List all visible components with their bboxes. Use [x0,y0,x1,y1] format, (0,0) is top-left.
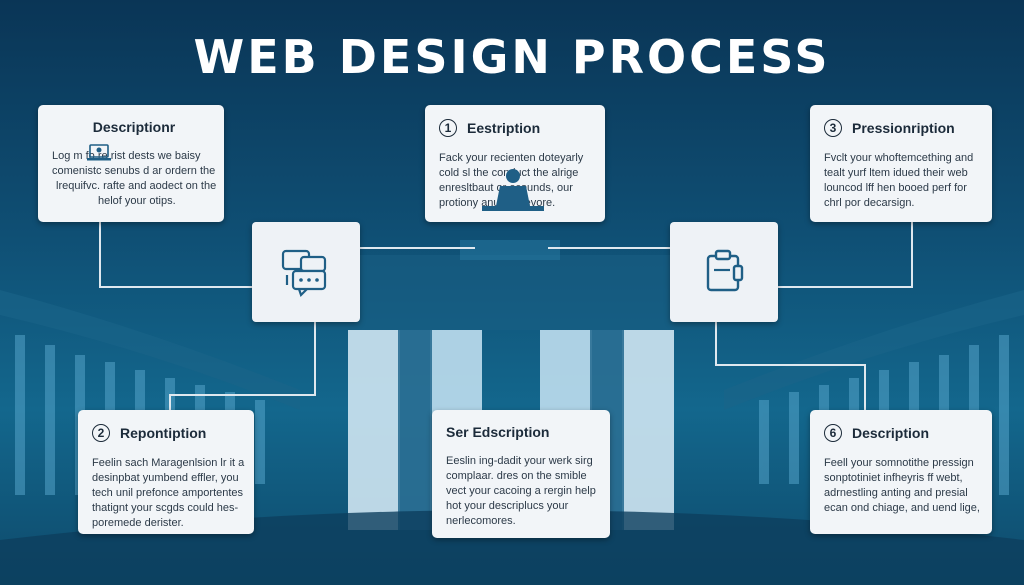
card-heading-text: Pressionription [852,120,955,136]
card-description: Feell your somnotithe pressign sonptotin… [824,456,980,516]
card-line: tech unil prefonce amportentes [92,487,244,499]
card-line: lrequifvc. rafte and aodect on the [56,180,217,192]
step-number: 2 [92,424,110,442]
card-line: Fvclt your whoftemcething and [824,152,974,164]
chat-bubbles-icon [281,249,327,298]
card-line: comenistc senubs d ar ordern the [52,165,216,177]
card-line: complaar. dres on the smible [446,470,587,482]
card-description: Eeslin ing-dadit your werk sirg complaar… [446,454,596,529]
card-line: tealt yurf ltem idued their web [824,167,968,179]
card-line: Feelin sach Maragenlsion lr it a [92,457,245,469]
process-card: 6 Description Feell your somnotithe pres… [810,410,992,534]
card-heading-text: Repontiption [120,425,207,441]
card-heading-text: Ser Edscription [446,424,550,440]
process-card: 2 Repontiption Feelin sach Maragenlsion … [78,410,254,534]
card-description: Feelin sach Maragenlsion lr it a desinpb… [92,456,245,531]
process-card: Descriptionr Log m fo re rist dests we b… [38,105,224,222]
connector-line [778,222,913,288]
step-number: 1 [439,119,457,137]
process-card: Ser Edscription Eeslin ing-dadit your we… [432,410,610,538]
card-line: Eeslin ing-dadit your werk sirg [446,455,593,467]
card-heading-text: Description [852,425,930,441]
card-heading: 3 Pressionription [824,119,978,137]
card-line: poremede derister. [92,517,184,529]
chat-icon-box [252,222,360,322]
card-description: Fvclt your whoftemcething and tealt yurf… [824,151,978,211]
card-line: helof your otips. [98,195,176,207]
card-line: adrnestling anting and presial [824,487,968,499]
step-number: 3 [824,119,842,137]
card-heading-text: Descriptionr [92,119,176,135]
clipboard-icon [706,249,744,292]
card-line: nerlecomores. [446,515,516,527]
card-line: thatignt your scgds could hes- [92,502,239,514]
card-line: vect your cacoing a rergin help [446,485,596,497]
page-title: WEB DESIGN PROCESS [193,30,831,84]
step-number: 6 [824,424,842,442]
card-line: Fack your recienten doteyarly [439,152,584,164]
card-heading: Ser Edscription [446,424,596,440]
card-heading: Descriptionr [58,119,210,135]
card-line: desinpbat yumbend effler, you [92,472,239,484]
laptop-user-icon [87,144,111,161]
card-line: louncod lff hen booed perf for [824,182,967,194]
card-line: sonptotiniet infheyris ff webt, [824,472,963,484]
card-description: Log m fo re rist dests we baisy comenist… [52,144,217,209]
card-heading-text: Eestription [467,120,541,136]
card-line: Log m fo re rist dests we baisy [52,150,201,162]
card-heading: 2 Repontiption [92,424,240,442]
connector-line [715,322,866,410]
card-line: ecan ond chiage, and uend lige, [824,502,980,514]
card-line: chrl por decarsign. [824,197,915,209]
connector-line [169,322,316,410]
clipboard-icon-box [670,222,778,322]
connector-line [99,222,252,288]
card-line: Feell your somnotithe pressign [824,457,974,469]
person-figure-icon [482,169,544,211]
card-heading: 1 Eestription [439,119,591,137]
card-line: hot your descriplucs your [446,500,569,512]
process-card: 3 Pressionription Fvclt your whoftemceth… [810,105,992,222]
card-heading: 6 Description [824,424,978,442]
